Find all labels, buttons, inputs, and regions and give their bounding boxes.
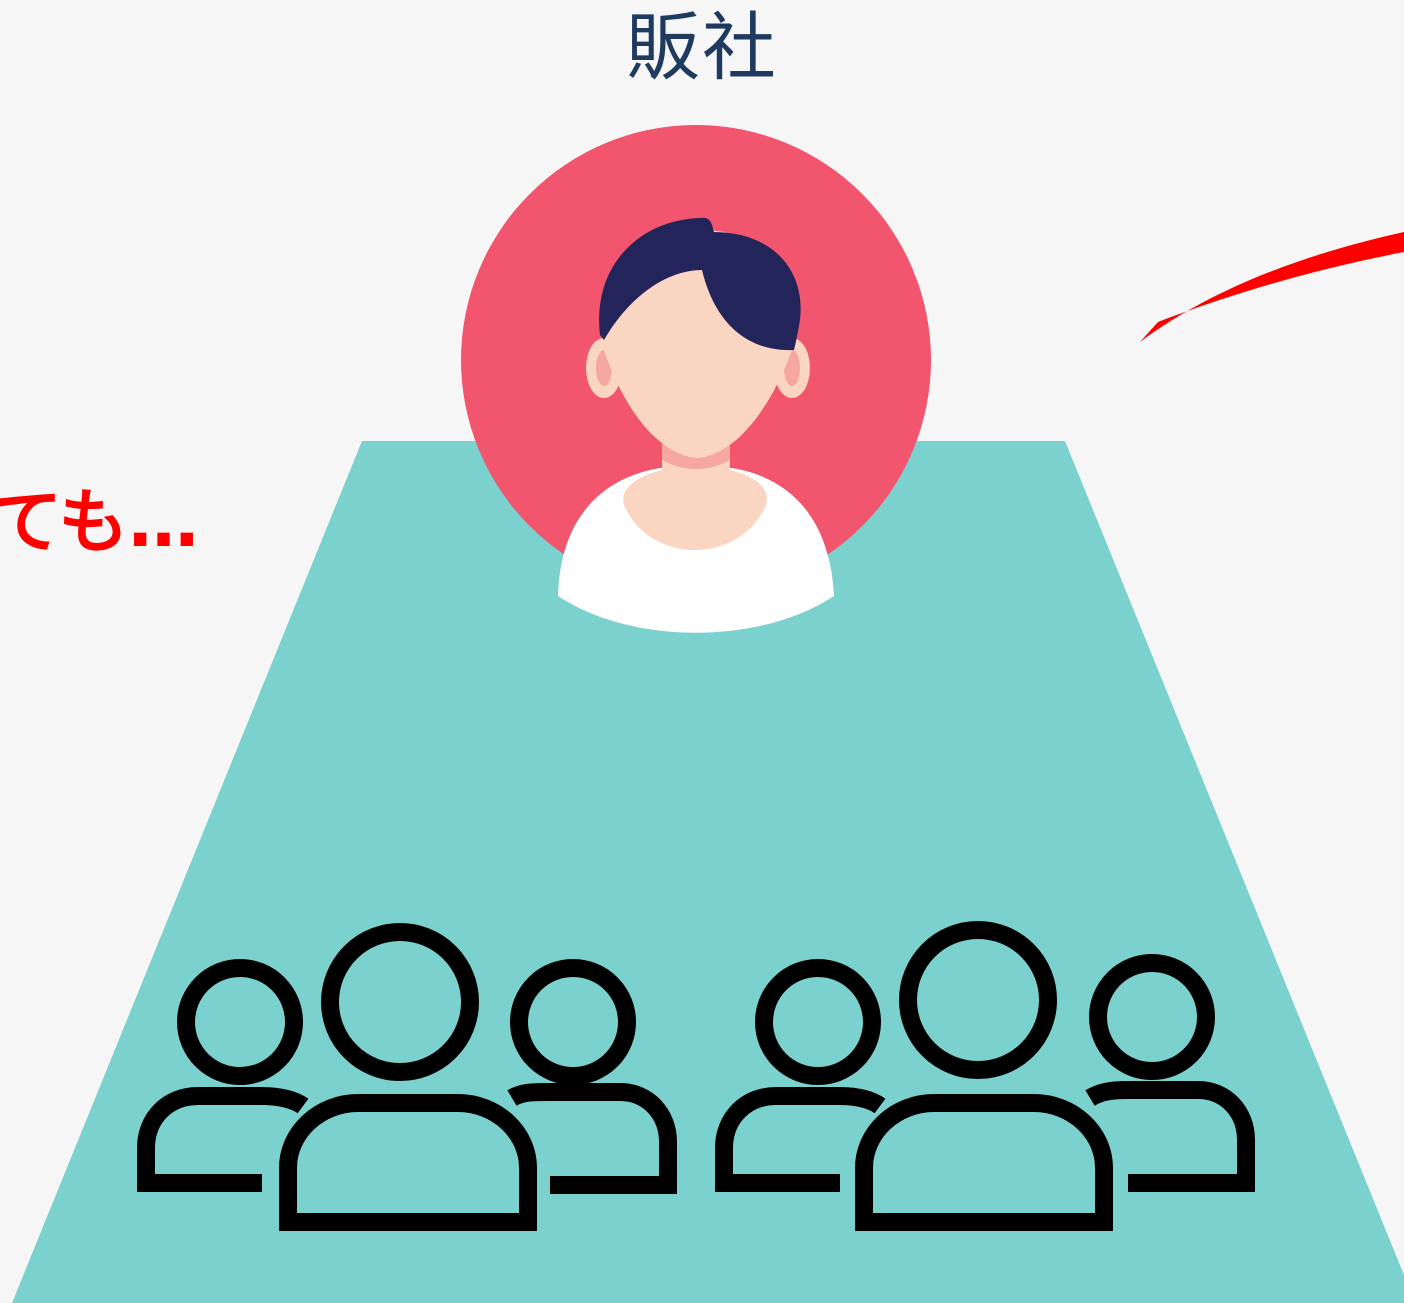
platform-trapezoid xyxy=(12,441,1404,1303)
avatar-neck xyxy=(623,430,767,550)
side-text-label: ても… xyxy=(0,481,199,563)
people-group-icon-left xyxy=(137,923,677,1231)
people-group-icon-right xyxy=(715,921,1255,1231)
title-label: 販社 xyxy=(626,5,778,91)
curved-arrow-icon xyxy=(1140,232,1404,342)
person-avatar-icon xyxy=(461,125,931,633)
avatar-hair xyxy=(599,217,801,351)
